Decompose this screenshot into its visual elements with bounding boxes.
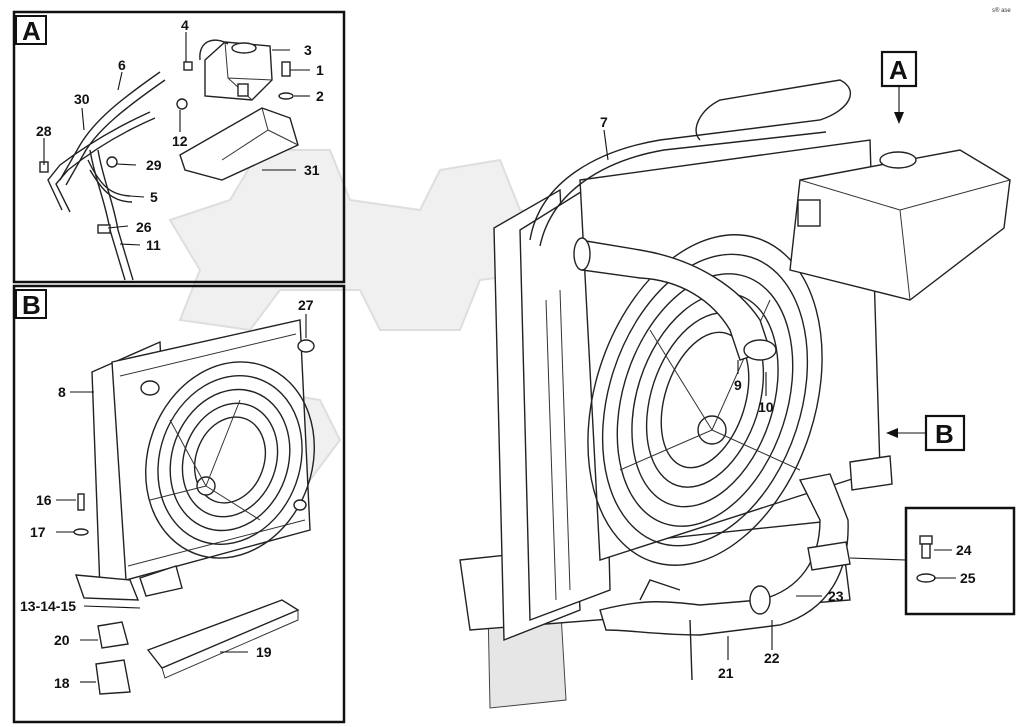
label-18: 18 (54, 675, 70, 691)
label-11: 11 (146, 237, 161, 253)
label-3: 3 (304, 42, 312, 58)
label-16: 16 (36, 492, 52, 508)
callout-b-letter: B (935, 419, 954, 449)
label-17: 17 (30, 524, 46, 540)
label-20: 20 (54, 632, 70, 648)
callout-a: A (880, 50, 918, 124)
part-labels: 4 3 1 2 6 30 28 12 29 31 5 26 11 7 27 8 … (20, 17, 976, 691)
label-19: 19 (256, 644, 272, 660)
label-1: 1 (316, 62, 324, 78)
callout-a-letter: A (889, 55, 908, 85)
label-8: 8 (58, 384, 66, 400)
label-4: 4 (181, 17, 189, 33)
label-13-14-15: 13-14-15 (20, 598, 76, 614)
label-6: 6 (118, 57, 126, 73)
label-10: 10 (758, 399, 774, 415)
label-9: 9 (734, 377, 742, 393)
panel-b: B (12, 284, 346, 724)
label-28: 28 (36, 123, 52, 139)
panel-b-letter: B (22, 290, 41, 320)
leader-lines (43, 32, 956, 683)
label-2: 2 (316, 88, 324, 104)
panel-a: A (12, 10, 346, 284)
panel-a-letter: A (22, 16, 41, 46)
label-12: 12 (172, 133, 188, 149)
label-23: 23 (828, 588, 844, 604)
label-22: 22 (764, 650, 780, 666)
corner-code: s® ase (992, 7, 1011, 14)
label-24: 24 (956, 542, 972, 558)
label-31: 31 (304, 162, 320, 178)
label-7: 7 (600, 114, 608, 130)
expansion-tank (199, 39, 273, 101)
label-21: 21 (718, 665, 734, 681)
label-30: 30 (74, 91, 90, 107)
label-25: 25 (960, 570, 976, 586)
label-5: 5 (150, 189, 158, 205)
main-cooling-assembly (459, 79, 1011, 709)
radiator-assembly (73, 319, 316, 601)
callout-b: B (886, 414, 966, 452)
fastener-detail-box (849, 506, 1016, 616)
label-29: 29 (146, 157, 162, 173)
label-27: 27 (298, 297, 314, 313)
label-26: 26 (136, 219, 152, 235)
